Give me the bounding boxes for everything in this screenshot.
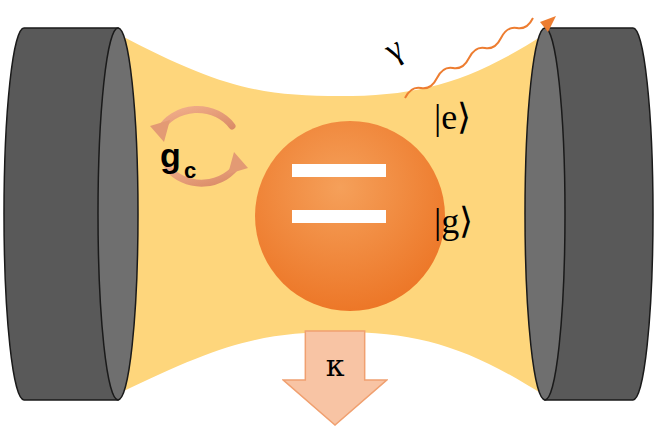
right-mirror	[525, 28, 653, 400]
excited-level	[292, 164, 386, 177]
left-mirror	[4, 28, 138, 400]
ground-level	[292, 210, 386, 223]
loss-rate: κ	[282, 330, 388, 383]
arrowhead	[540, 16, 556, 32]
loss-arrow: κ	[282, 330, 388, 426]
photon-wave	[405, 18, 533, 98]
atom	[255, 121, 445, 311]
state-label: |e⟩	[434, 96, 471, 138]
coupling-subscript: c	[184, 158, 196, 184]
decay-rate: γ	[378, 29, 410, 69]
arrowhead	[228, 152, 248, 174]
coupling-symbol: g	[160, 136, 181, 175]
state-label: |g⟩	[434, 200, 473, 242]
coupling-arrows	[160, 109, 238, 183]
